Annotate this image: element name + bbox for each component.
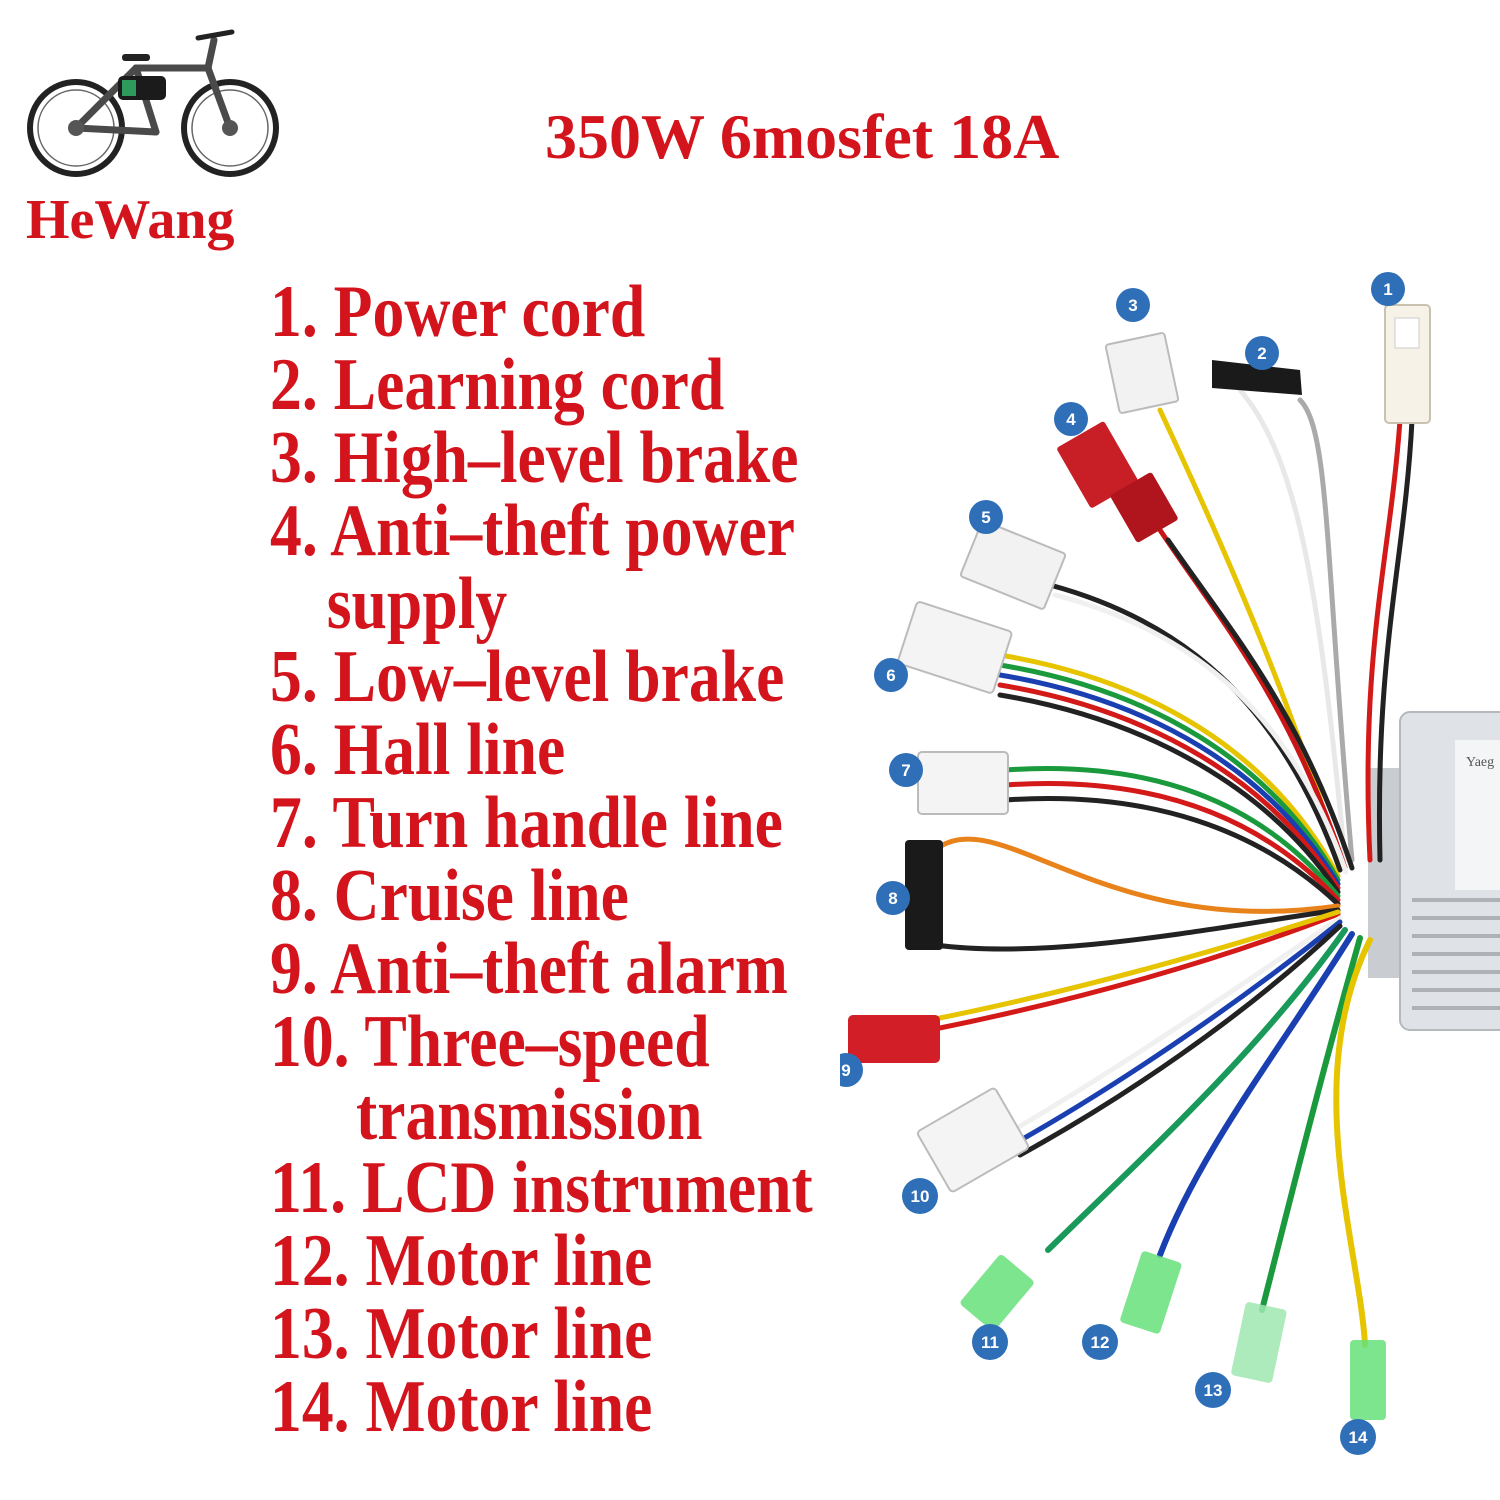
legend-text: Low–level brake xyxy=(333,636,785,718)
badge-9: 9 xyxy=(840,1053,863,1087)
svg-text:8: 8 xyxy=(888,889,897,908)
badge-12: 12 xyxy=(1082,1324,1118,1360)
legend-item: 3. High–level brake xyxy=(270,417,799,499)
badge-8: 8 xyxy=(876,881,910,915)
motor-connector xyxy=(1231,1302,1287,1383)
badge-11: 11 xyxy=(972,1324,1008,1360)
badge-2: 2 xyxy=(1245,336,1279,370)
badge-10: 10 xyxy=(902,1178,938,1214)
legend-item: 13. Motor line xyxy=(270,1293,777,1375)
legend-num: 7. xyxy=(270,782,318,864)
throttle-connector xyxy=(917,751,1009,815)
badge-1: 1 xyxy=(1371,272,1405,306)
legend-list: 1. Power cord 2. Learning cord 3. High–l… xyxy=(270,271,860,1448)
controller-wiring-diagram: Yaeg xyxy=(840,272,1500,1455)
svg-text:10: 10 xyxy=(911,1187,930,1206)
legend-text: Hall line xyxy=(333,709,566,791)
legend-text-cont: transmission xyxy=(356,1074,703,1156)
legend-text: Anti–theft power xyxy=(330,490,795,572)
legend-num: 4. xyxy=(270,490,318,572)
legend-num: 14. xyxy=(270,1366,350,1448)
legend-text: High–level brake xyxy=(333,417,799,499)
page-title: 350W 6mosfet 18A xyxy=(545,101,1060,172)
legend-text: Three–speed xyxy=(364,1001,710,1083)
svg-text:11: 11 xyxy=(981,1333,999,1352)
connectors xyxy=(848,304,1431,1420)
low-brake-connector xyxy=(959,520,1067,610)
badge-5: 5 xyxy=(969,500,1003,534)
legend-item: 11. LCD instrument xyxy=(270,1147,813,1229)
legend-item: 8. Cruise line xyxy=(270,855,777,937)
badge-7: 7 xyxy=(889,753,923,787)
legend-num: 13. xyxy=(270,1293,350,1375)
anti-theft-power-connector xyxy=(1057,421,1138,508)
legend-num: 6. xyxy=(270,709,318,791)
motor-connector xyxy=(960,1254,1034,1331)
controller-label: Yaeg xyxy=(1466,755,1494,770)
high-brake-connector xyxy=(1104,332,1180,414)
legend-num: 3. xyxy=(270,417,318,499)
legend-item: 5. Low–level brake xyxy=(270,636,784,718)
badge-13: 13 xyxy=(1195,1372,1231,1408)
badge-4: 4 xyxy=(1054,402,1088,436)
svg-text:4: 4 xyxy=(1066,410,1076,429)
legend-text: Learning cord xyxy=(333,344,725,426)
svg-text:7: 7 xyxy=(901,761,910,780)
brand-name: HeWang xyxy=(26,189,235,251)
legend-num: 9. xyxy=(270,928,318,1010)
number-badges: 1 2 3 4 5 6 7 8 9 10 11 12 13 14 xyxy=(840,272,1405,1455)
legend-num: 8. xyxy=(270,855,318,937)
e-bike-icon xyxy=(27,29,279,177)
legend-num: 2. xyxy=(270,344,318,426)
learning-connector xyxy=(1212,360,1302,395)
legend-text: Motor line xyxy=(365,1366,653,1448)
legend-num: 1. xyxy=(270,271,318,353)
legend-text: Anti–theft alarm xyxy=(330,928,788,1010)
legend-text: Cruise line xyxy=(333,855,629,937)
hall-connector xyxy=(897,601,1013,694)
svg-text:6: 6 xyxy=(886,666,895,685)
wires xyxy=(927,387,1415,1348)
legend-item: 9. Anti–theft alarm xyxy=(270,928,788,1010)
badge-14: 14 xyxy=(1340,1419,1376,1455)
svg-text:1: 1 xyxy=(1383,280,1392,299)
legend-num: 11. xyxy=(270,1147,347,1229)
svg-text:3: 3 xyxy=(1128,296,1137,315)
motor-connector xyxy=(1120,1251,1182,1334)
motor-connector xyxy=(1350,1340,1386,1420)
legend-text: Motor line xyxy=(365,1293,653,1375)
svg-text:14: 14 xyxy=(1349,1428,1368,1447)
svg-text:13: 13 xyxy=(1204,1381,1223,1400)
svg-text:2: 2 xyxy=(1257,344,1266,363)
legend-item: 12. Motor line xyxy=(270,1220,777,1302)
svg-text:9: 9 xyxy=(841,1061,850,1080)
cruise-connector xyxy=(905,840,943,950)
legend-num: 10. xyxy=(270,1001,350,1083)
alarm-connector xyxy=(848,1015,940,1063)
svg-text:12: 12 xyxy=(1091,1333,1110,1352)
legend-item: 2. Learning cord xyxy=(270,344,777,426)
svg-text:5: 5 xyxy=(981,508,990,527)
legend-text: Turn handle line xyxy=(332,782,783,864)
legend-item: 1. Power cord xyxy=(270,271,777,353)
legend-text: LCD instrument xyxy=(361,1147,813,1229)
legend-num: 12. xyxy=(270,1220,350,1302)
legend-item: 6. Hall line xyxy=(270,709,777,791)
legend-item: 14. Motor line xyxy=(270,1366,777,1448)
legend-text-cont: supply xyxy=(326,563,508,645)
legend-num: 5. xyxy=(270,636,318,718)
legend-item: 7. Turn handle line xyxy=(270,782,783,864)
three-speed-connector xyxy=(916,1087,1030,1193)
legend-text: Motor line xyxy=(365,1220,653,1302)
legend-text: Power cord xyxy=(333,271,646,353)
controller-box: Yaeg xyxy=(1368,711,1500,1031)
badge-3: 3 xyxy=(1116,288,1150,322)
badge-6: 6 xyxy=(874,658,908,692)
